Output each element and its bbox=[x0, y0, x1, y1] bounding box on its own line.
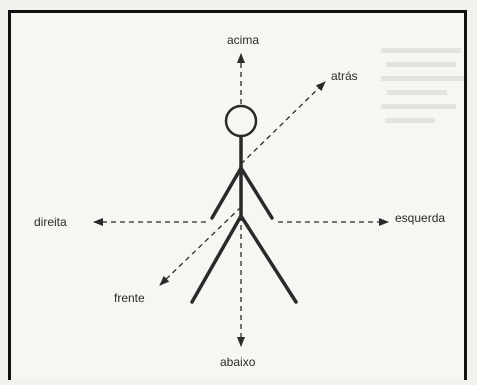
arrow-front bbox=[160, 207, 241, 285]
label-back: atrás bbox=[331, 69, 358, 83]
label-left: esquerda bbox=[395, 211, 445, 225]
figure-head bbox=[226, 106, 256, 136]
label-up: acima bbox=[227, 33, 259, 47]
figure-right-arm bbox=[241, 168, 272, 218]
figure-left-arm bbox=[212, 168, 241, 218]
label-right: direita bbox=[34, 215, 67, 229]
label-front: frente bbox=[114, 291, 145, 305]
stick-figure bbox=[192, 106, 296, 302]
figure-left-leg bbox=[192, 216, 241, 302]
label-down: abaixo bbox=[220, 355, 256, 369]
figure-right-leg bbox=[241, 216, 296, 302]
